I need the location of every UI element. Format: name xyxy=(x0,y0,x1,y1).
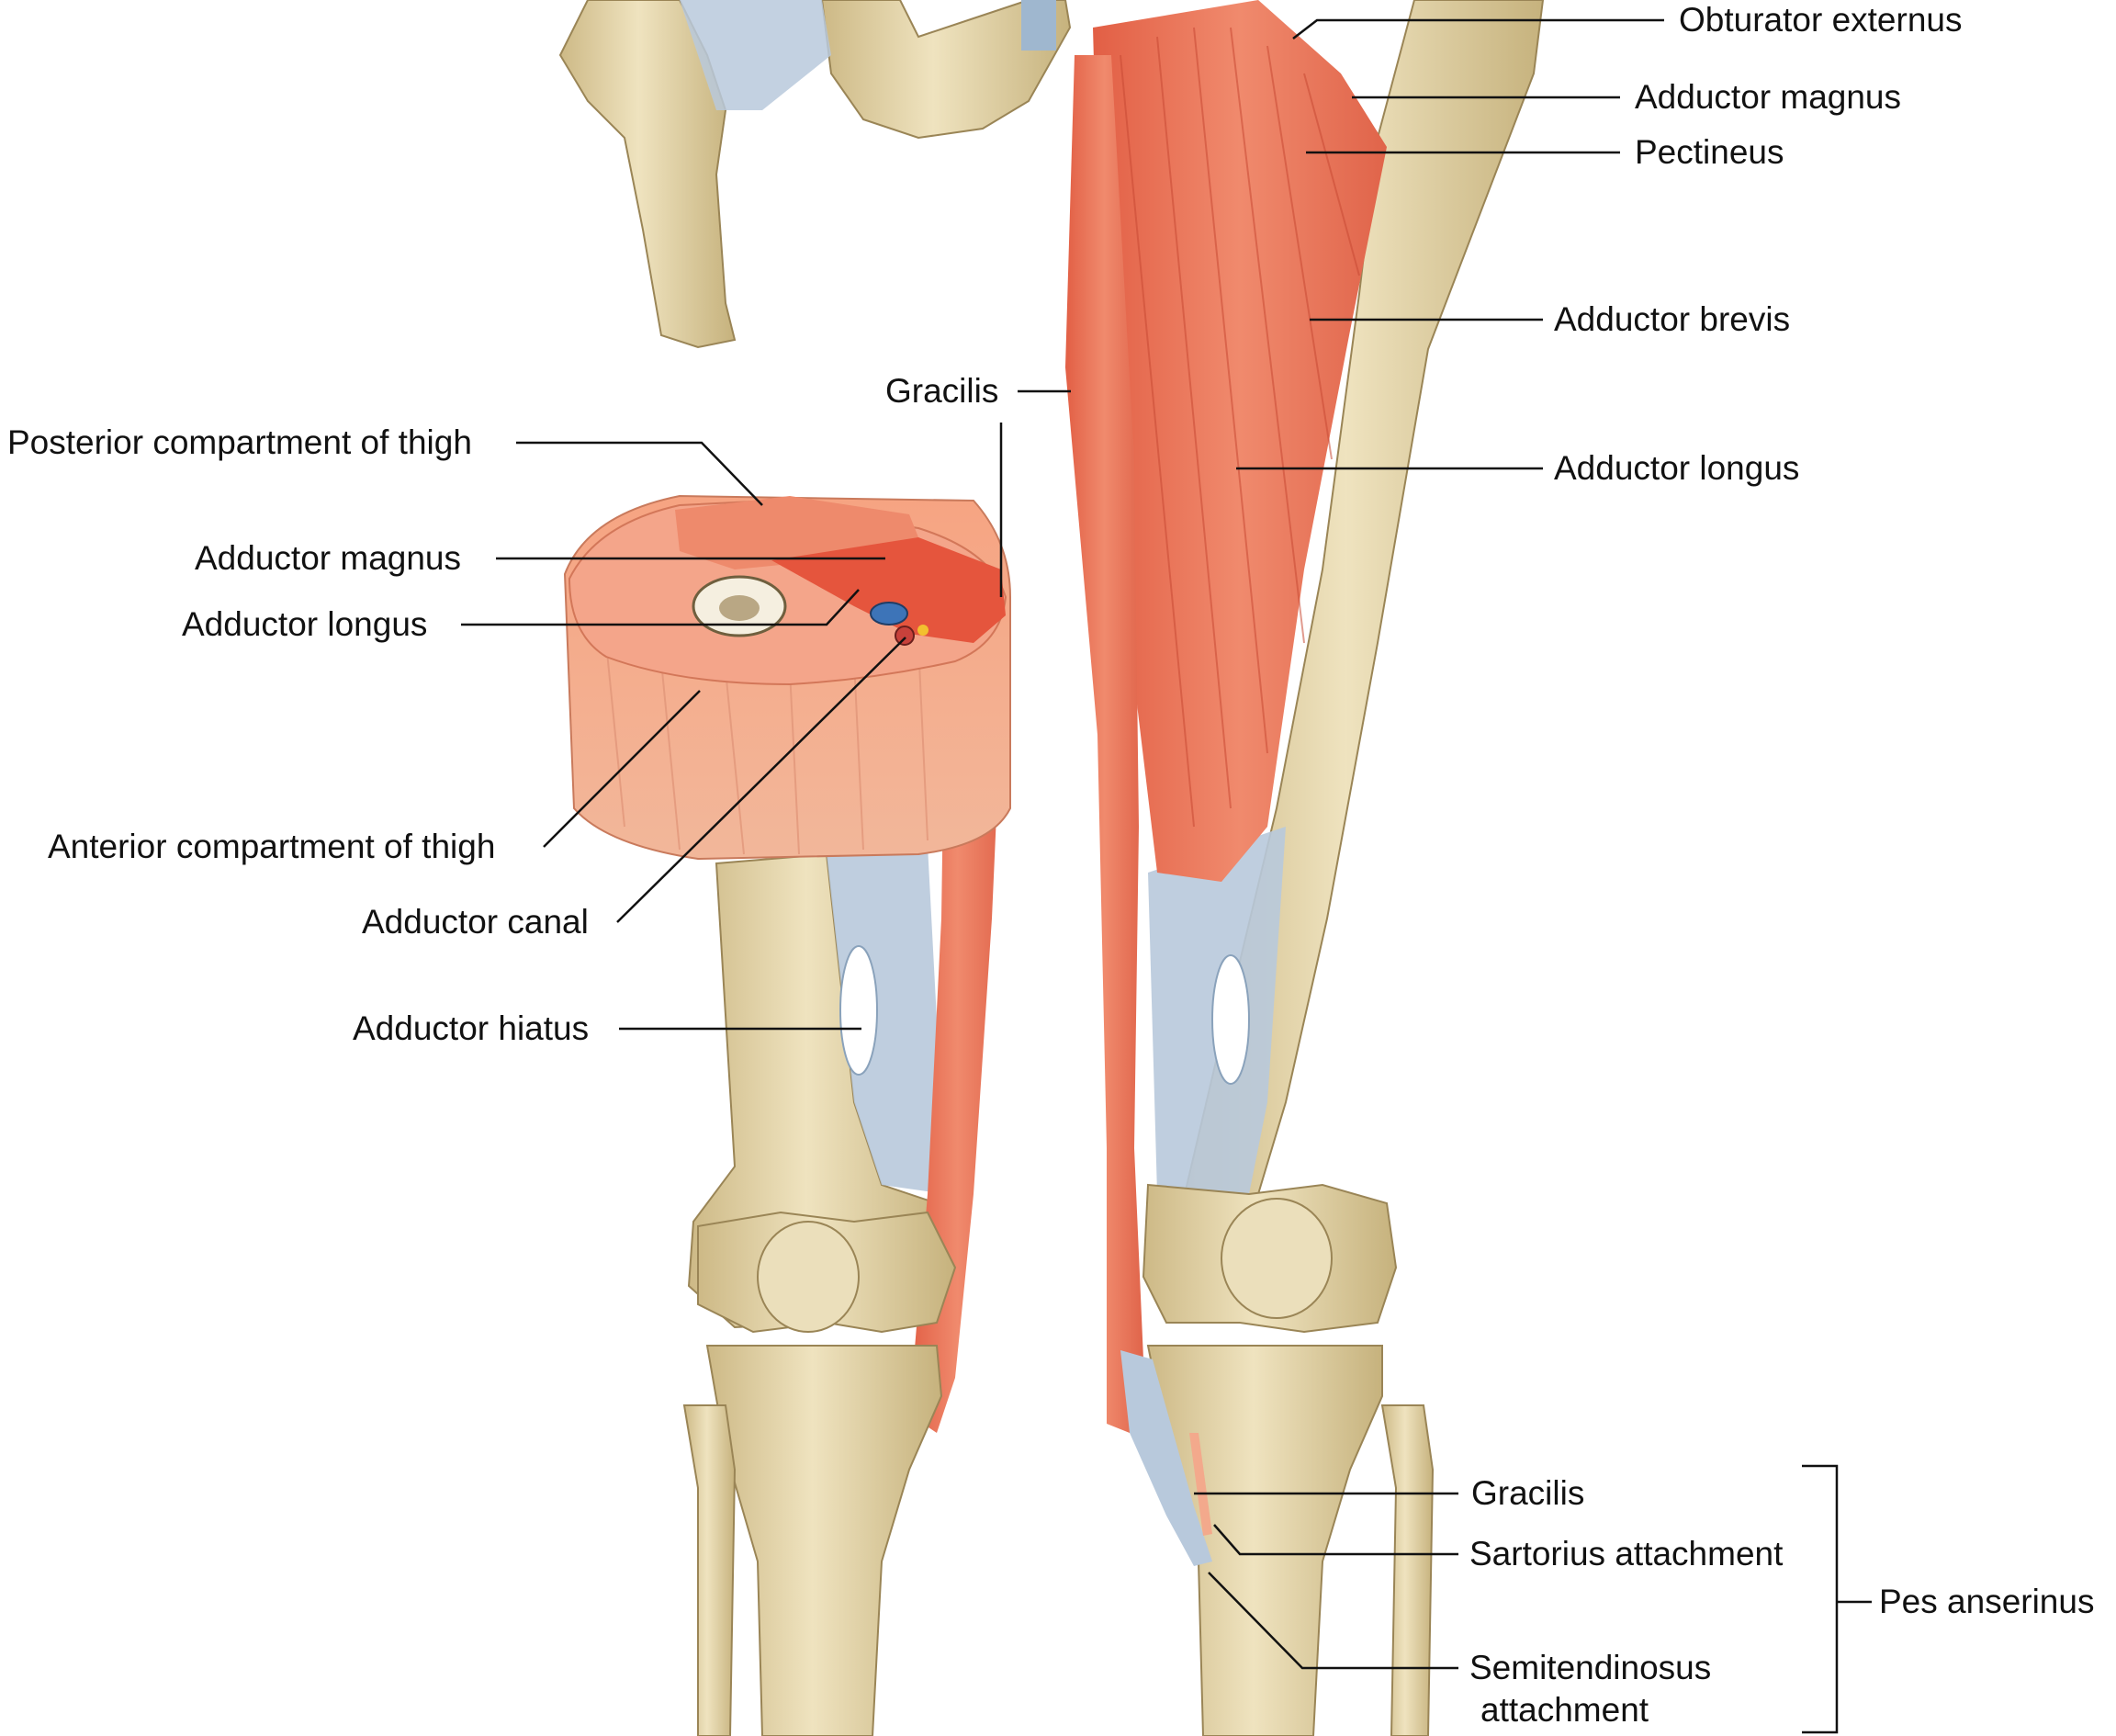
leader-obturator-externus xyxy=(1292,18,1664,39)
left-adductor-hiatus-opening xyxy=(839,945,878,1076)
leader-posterior-compartment xyxy=(516,441,763,506)
label-anterior-compartment: Anterior compartment of thigh xyxy=(48,828,496,865)
pelvis-ramus-bone xyxy=(820,0,1072,140)
left-fibula-bone xyxy=(682,1404,737,1736)
leader-adductor-longus-left xyxy=(461,589,860,626)
leader-lines xyxy=(461,18,1872,1734)
left-patella-bone xyxy=(757,1221,860,1333)
left-adductor-hiatus-fascia xyxy=(827,845,946,1194)
label-adductor-longus-right: Adductor longus xyxy=(1554,449,1800,487)
leader-sartorius-attachment xyxy=(1213,1524,1458,1556)
label-adductor-hiatus: Adductor hiatus xyxy=(353,1009,590,1047)
left-tibia-bone xyxy=(705,1345,943,1736)
leader-adductor-canal xyxy=(616,637,906,923)
sartorius-tendon xyxy=(1189,1433,1212,1536)
label-semitendinosus-attachment-line1: Semitendinosus xyxy=(1469,1649,1712,1686)
label-sartorius-attachment: Sartorius attachment xyxy=(1469,1535,1784,1573)
label-gracilis-top: Gracilis xyxy=(885,372,999,410)
label-adductor-magnus-right: Adductor magnus xyxy=(1635,78,1902,116)
right-muscle-striations xyxy=(1120,27,1360,828)
femoral-artery xyxy=(895,626,915,646)
pes-anserinus-bracket xyxy=(1802,1464,1839,1734)
left-limb xyxy=(558,0,1072,1736)
pelvis-ligament xyxy=(680,0,831,110)
right-adductor-hiatus-opening xyxy=(1211,954,1250,1085)
pes-anserinus-tendons xyxy=(1120,1350,1212,1566)
label-pes-anserinus: Pes anserinus xyxy=(1879,1583,2095,1620)
right-adductor-muscles xyxy=(1093,0,1387,882)
leader-semitendinosus-attachment xyxy=(1208,1572,1458,1670)
label-semitendinosus-attachment-line2: attachment xyxy=(1480,1691,1649,1729)
label-adductor-magnus-left: Adductor magnus xyxy=(195,539,462,577)
pubic-symphysis xyxy=(1021,0,1056,51)
label-adductor-brevis: Adductor brevis xyxy=(1554,300,1791,338)
label-obturator-externus: Obturator externus xyxy=(1679,1,1963,39)
right-limb xyxy=(1065,0,1545,1736)
cross-section-striations xyxy=(605,642,929,855)
right-gracilis-muscle xyxy=(1065,55,1143,1433)
femur-marrow xyxy=(719,595,760,621)
femoral-vein xyxy=(870,602,908,626)
leader-anterior-compartment xyxy=(543,690,701,848)
label-adductor-canal: Adductor canal xyxy=(362,903,589,941)
label-gracilis-bottom: Gracilis xyxy=(1471,1474,1585,1512)
right-patella-bone xyxy=(1221,1198,1333,1319)
label-posterior-compartment: Posterior compartment of thigh xyxy=(7,423,472,461)
label-pectineus: Pectineus xyxy=(1635,133,1784,171)
right-fibula-bone xyxy=(1380,1404,1435,1736)
saphenous-nerve xyxy=(917,625,929,636)
adductor-region xyxy=(771,537,1006,643)
label-adductor-longus-left: Adductor longus xyxy=(182,605,428,643)
